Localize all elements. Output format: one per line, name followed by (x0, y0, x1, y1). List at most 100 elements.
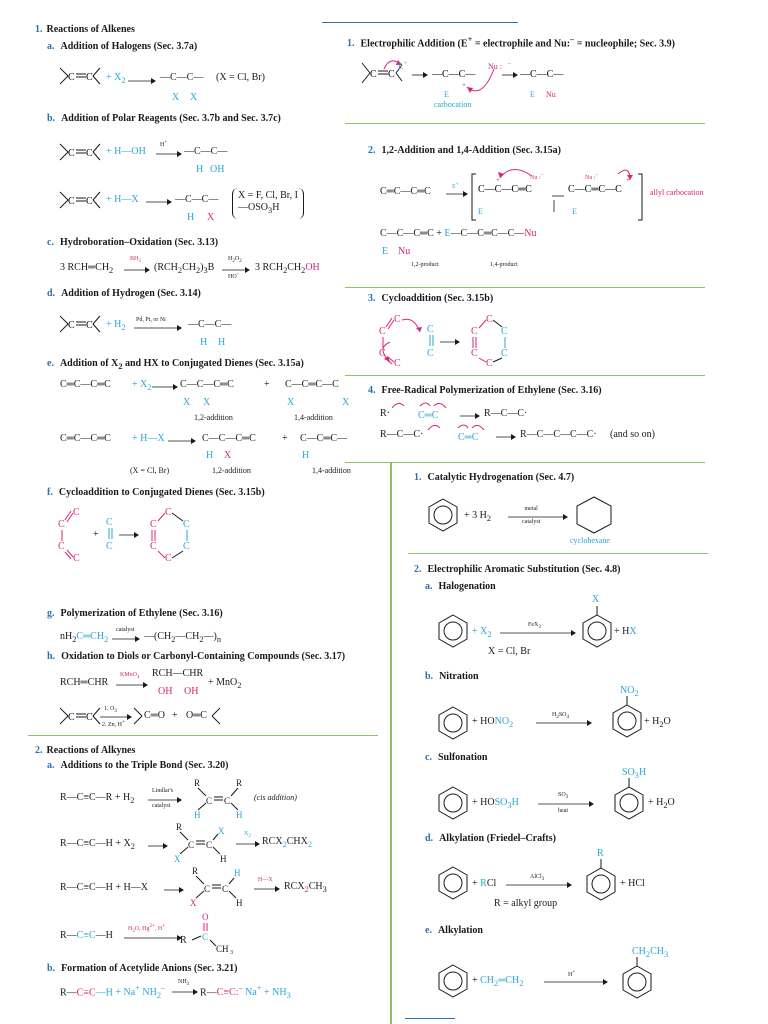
svg-text:R: R (194, 778, 200, 788)
atom-x: X (203, 397, 211, 408)
alkene-structure-1h: C C (59, 707, 101, 725)
svg-text:C: C (370, 69, 377, 80)
svg-text:C: C (394, 358, 401, 369)
subsection-1f-heading: f.Cycloaddition to Conjugated Dienes (Se… (47, 487, 265, 498)
subsection-1a-heading: a.Addition of Halogens (Sec. 3.7a) (47, 41, 197, 52)
mechanism-3-heading: 3.Cycloaddition (Sec. 3.15b) (368, 293, 494, 304)
resonance-bracket: C—C—C═C E + C—C═C—C E + (471, 169, 643, 221)
catalyst-h-plus: H+ (568, 970, 576, 978)
svg-text:C: C (202, 932, 208, 942)
product-h: H (218, 337, 226, 348)
mechanism-1-heading: 1.Electrophilic Addition (E+ = electroph… (347, 35, 675, 50)
svg-text:C: C (86, 320, 93, 331)
eas-d-heading: d.Alkylation (Friedel–Crafts) (425, 833, 556, 844)
svg-text:X: X (190, 898, 197, 908)
carbonyl-product-1: C═O (144, 710, 165, 721)
section-1-heading: 1.Reactions of Alkenes (35, 24, 135, 35)
eas-b-heading: b.Nitration (425, 671, 479, 682)
mechanism-4-heading: 4.Free-Radical Polymerization of Ethylen… (368, 385, 602, 396)
reagent-3h2: + 3 H2 (464, 510, 492, 523)
svg-text:C: C (68, 320, 75, 331)
svg-text:–: – (507, 61, 512, 67)
svg-text:C: C (68, 72, 75, 83)
svg-text:E: E (398, 62, 403, 71)
label-14-addition: 1,4-addition (294, 413, 333, 422)
product-dihalide: —C—C— (160, 72, 204, 83)
svg-text:C: C (58, 541, 65, 552)
eas-c-heading: c.Sulfonation (425, 752, 488, 763)
geminal-dihalide: RCX2CH3 (284, 881, 327, 894)
nucleophile-b: Nu :– (585, 173, 598, 181)
subsection-1d-heading: d.Addition of Hydrogen (Sec. 3.14) (47, 288, 201, 299)
reagent-water: + H—OH (106, 146, 146, 157)
svg-text:C: C (150, 519, 157, 530)
eas-a-heading: a.Halogenation (425, 581, 496, 592)
label-12-addition: 1,2-addition (212, 466, 251, 475)
svg-text:C: C (106, 541, 113, 552)
reaction-arrow (148, 797, 182, 803)
product-nu: Nu (398, 246, 411, 257)
product-x-1: X (172, 92, 180, 103)
radical-product-1: R—C—C· (484, 408, 528, 419)
svg-text:C: C (86, 196, 93, 207)
svg-text:+: + (626, 176, 630, 184)
reaction-arrow (152, 384, 178, 390)
halobenzene-ring (582, 606, 612, 648)
section-number: 1. (35, 24, 43, 35)
section-title: Reactions of Alkenes (46, 24, 135, 35)
catalyst-so3: SO3 (558, 792, 569, 801)
bottom-blue-rule (405, 1018, 455, 1019)
reaction-arrow (148, 843, 168, 849)
alkyne-hydrohalogenation: R—C≡C—H + H—X (60, 882, 148, 893)
svg-text:H: H (220, 854, 227, 864)
svg-text:C: C (188, 840, 194, 850)
atom-h: H (302, 450, 310, 461)
catalyst-alcl3: AlCl3 (530, 874, 545, 883)
divider-right-2 (345, 287, 705, 288)
ozonolysis-step1: 1. O3 (104, 706, 117, 715)
reaction-arrow (538, 801, 594, 807)
trialkylborane: (RCH2CH2)3B (154, 262, 215, 275)
benzene-ring (438, 706, 468, 740)
reaction-arrow (496, 434, 516, 440)
product-oh: OH (210, 164, 225, 175)
product-12-x2: C—C—C═C (180, 379, 234, 390)
svg-text:C—C═C—C: C—C═C—C (568, 184, 622, 195)
diene-reactant: C═C—C═C (60, 433, 111, 444)
atom-h: H (206, 450, 214, 461)
substituent-so3h: SO3H (622, 767, 647, 780)
svg-text:C═C: C═C (458, 432, 479, 443)
condition-text: (X = Cl, Br) (130, 466, 170, 475)
reagent-hx: H—X (258, 877, 273, 883)
substituent-r: R (597, 848, 604, 859)
ethylene-monomer: nH2C═CH2 (60, 631, 109, 644)
catalyst-label: catalyst (116, 627, 135, 633)
reaction-arrow (134, 325, 182, 331)
svg-text:C: C (204, 884, 210, 894)
reagent-x2: + X2 (472, 626, 492, 639)
reagent-sulfuric-acid: + HOSO3H (472, 797, 519, 810)
product-12-hx: C—C—C═C (202, 433, 256, 444)
plus-sign: + (264, 379, 270, 390)
reaction-arrow (100, 714, 132, 720)
electrophile-label: E+ (452, 182, 459, 190)
label-14-product: 1,4-product (490, 262, 518, 268)
reaction-arrow (508, 514, 568, 520)
svg-text:H: H (236, 810, 243, 820)
svg-text:C: C (222, 884, 228, 894)
reaction-arrow (112, 636, 140, 642)
svg-text:+: + (462, 81, 466, 89)
radical-arrows-2: C═C (427, 424, 485, 443)
svg-text:E: E (530, 90, 535, 99)
diene-reactant: C═C—C═C (380, 186, 431, 197)
svg-text:C: C (86, 712, 93, 723)
nitrobenzene-ring (612, 696, 642, 738)
aromatic-2-heading: 2.Electrophilic Aromatic Substitution (S… (414, 564, 621, 575)
polyethylene: —(CH2—CH2—)n (144, 631, 221, 644)
svg-text:C: C (394, 314, 401, 325)
reaction-arrow (544, 979, 608, 985)
divider-right-1 (345, 123, 705, 124)
svg-text:C═C: C═C (418, 410, 439, 421)
section-2-heading: 2.Reactions of Alkynes (35, 745, 136, 756)
